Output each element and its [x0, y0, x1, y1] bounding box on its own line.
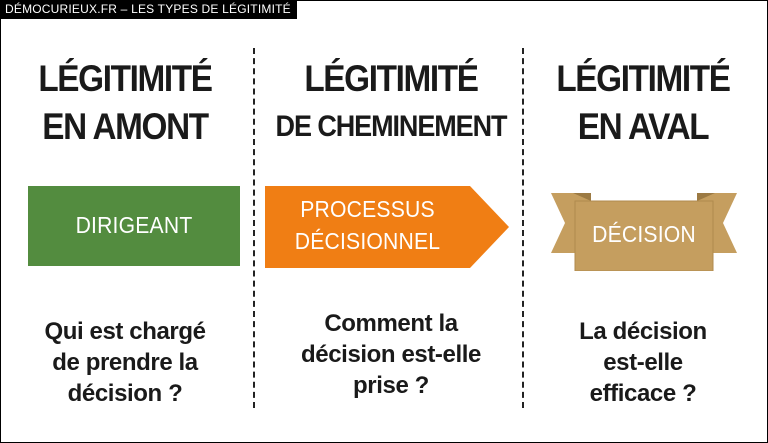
divider-right [522, 48, 524, 408]
question-line: Qui est chargé [44, 318, 206, 345]
processus-label-line1: PROCESSUS [300, 196, 435, 222]
ribbon-shape [551, 193, 737, 271]
column-title-line2: EN AVAL [577, 106, 710, 147]
column-cheminement: LÉGITIMITÉ DE CHEMINEMENT PROCESSUS DÉCI… [262, 0, 520, 443]
dirigeant-rectangle: DIRIGEANT [28, 186, 240, 266]
processus-label-line2: DÉCISIONNEL [294, 228, 441, 254]
column-title-line1: LÉGITIMITÉ [556, 58, 731, 99]
column-title-line2: EN AMONT [42, 106, 209, 147]
arrow-shape [265, 186, 509, 268]
column-title-line2: DE CHEMINEMENT [275, 110, 508, 143]
decision-label: DÉCISION [592, 221, 696, 247]
decision-ribbon: DÉCISION [551, 185, 737, 271]
question-amont: Qui est chargé de prendre la décision ? [0, 316, 250, 409]
processus-arrow: PROCESSUS DÉCISIONNEL [265, 186, 509, 268]
question-cheminement: Comment la décision est-elle prise ? [262, 308, 520, 401]
column-title-line1: LÉGITIMITÉ [38, 58, 213, 99]
column-aval: LÉGITIMITÉ EN AVAL DÉCISION La décision … [518, 0, 768, 443]
question-line: décision ? [67, 380, 183, 407]
question-line: La décision [579, 318, 707, 345]
divider-left [253, 48, 255, 408]
question-line: de prendre la [52, 349, 198, 376]
dirigeant-label: DIRIGEANT [75, 212, 193, 238]
question-line: efficace ? [589, 380, 697, 407]
question-aval: La décision est-elle efficace ? [518, 316, 768, 409]
column-amont: LÉGITIMITÉ EN AMONT DIRIGEANT Qui est ch… [0, 0, 250, 443]
question-line: Comment la [324, 310, 458, 337]
column-title-line1: LÉGITIMITÉ [304, 58, 479, 99]
question-line: est-elle [603, 349, 683, 376]
rectangle-shape [28, 186, 240, 266]
header-tag: DÉMOCURIEUX.FR – LES TYPES DE LÉGITIMITÉ [0, 0, 297, 19]
question-line: décision est-elle [301, 341, 481, 368]
question-line: prise ? [353, 372, 429, 399]
